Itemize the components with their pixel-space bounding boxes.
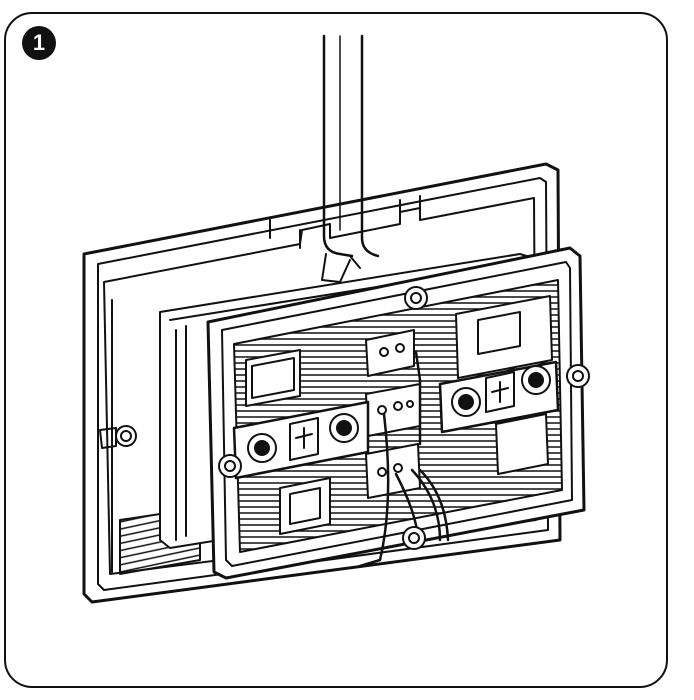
socket-clamp-right [438,360,560,434]
socket-clamp-left [232,400,370,480]
frame-screw-bottom [402,526,426,550]
terminal-blocks [365,383,421,499]
frame-screw-top [404,286,428,310]
frame-screw-right [566,364,590,388]
step-number-badge: 1 [22,26,56,60]
frame-screws [218,286,590,550]
cable [321,34,380,283]
frame-screw-left [218,454,242,478]
frame-openings [245,295,553,535]
back-box-screw-left [99,425,137,449]
